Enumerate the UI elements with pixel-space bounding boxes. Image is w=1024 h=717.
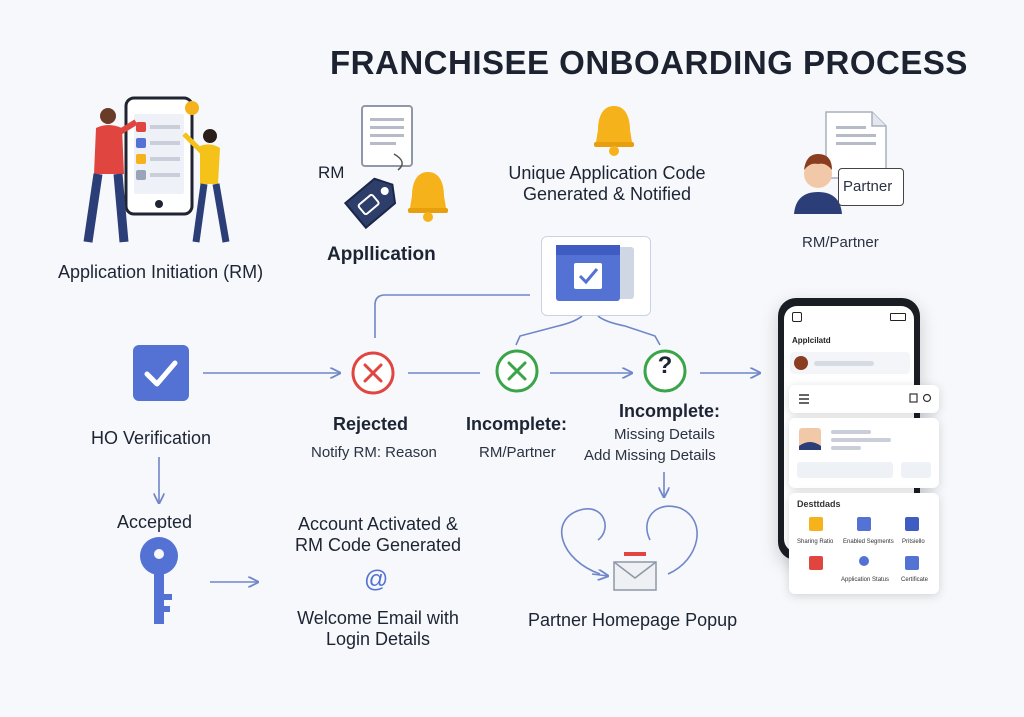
at-icon: @ bbox=[364, 566, 389, 593]
dashboard-title: Desttdads bbox=[797, 499, 841, 509]
partner-avatar-icon bbox=[794, 111, 887, 214]
swirl-right bbox=[646, 505, 698, 575]
envelope-icon bbox=[613, 552, 657, 591]
label-rm-partner-top: RM/Partner bbox=[802, 234, 879, 251]
page-title: FRANCHISEE ONBOARDING PROCESS bbox=[330, 44, 968, 81]
line-window-to-rejected bbox=[374, 294, 530, 338]
line-window-to-question bbox=[597, 315, 661, 346]
tile-sharing-ratio[interactable]: Sharing Ratio bbox=[797, 539, 834, 545]
label-unique-code: Unique Application Code Generated & Noti… bbox=[508, 163, 706, 204]
label-incomplete-2: Incomplete: bbox=[619, 401, 721, 421]
phone-dashboard-card: Desttdads Sharing Ratio Enabled Segments… bbox=[789, 493, 939, 594]
label-rejected-sub: Notify RM: Reason bbox=[311, 444, 437, 461]
label-missing-details: Missing Details bbox=[614, 426, 715, 443]
label-account-activated: Account Activated & RM Code Generated bbox=[294, 514, 462, 555]
question-mark: ? bbox=[657, 352, 673, 379]
phone-profile-card[interactable] bbox=[789, 418, 939, 488]
phone-menu-card[interactable] bbox=[789, 385, 939, 413]
phone-header-title: Applcilatd bbox=[792, 336, 831, 345]
swirl-left bbox=[560, 508, 606, 575]
key-icon bbox=[140, 537, 178, 624]
label-ho-verification: HO Verification bbox=[91, 428, 212, 448]
question-circle-icon bbox=[643, 349, 687, 393]
label-partner-popup: Partner Homepage Popup bbox=[528, 610, 738, 630]
check-circle-icon bbox=[495, 349, 539, 393]
bell-icon bbox=[408, 172, 448, 222]
label-welcome-email: Welcome Email with Login Details bbox=[297, 608, 459, 649]
partner-bubble: Partner bbox=[838, 168, 904, 206]
label-application: Appllication bbox=[327, 244, 436, 265]
document-tag-icon bbox=[343, 105, 413, 230]
check-window-icon bbox=[541, 236, 651, 316]
label-incomplete-1-sub: RM/Partner bbox=[479, 444, 556, 461]
label-accepted: Accepted bbox=[117, 512, 193, 532]
swirl-arrow bbox=[591, 574, 608, 576]
label-app-initiation: Application Initiation (RM) bbox=[58, 262, 264, 282]
tile-enabled-segments[interactable]: Enabled Segments bbox=[843, 539, 894, 545]
phone-profile-row bbox=[790, 352, 910, 374]
people-checklist-icon bbox=[83, 96, 230, 243]
label-rm: RM bbox=[318, 163, 345, 182]
checkbox-icon bbox=[133, 345, 189, 401]
label-add-missing-details: Add Missing Details bbox=[584, 447, 716, 464]
x-circle-icon bbox=[351, 351, 395, 395]
status-bar bbox=[790, 312, 908, 324]
tile-certificate[interactable]: Certificate bbox=[901, 577, 929, 583]
tile-pritsiello[interactable]: Pritsiello bbox=[902, 539, 925, 545]
line-window-to-incomplete bbox=[515, 315, 583, 346]
label-rejected: Rejected bbox=[333, 414, 409, 434]
label-incomplete-1: Incomplete: bbox=[466, 414, 568, 434]
tile-application-status[interactable]: Application Status bbox=[841, 577, 890, 583]
bell-icon bbox=[594, 106, 634, 156]
